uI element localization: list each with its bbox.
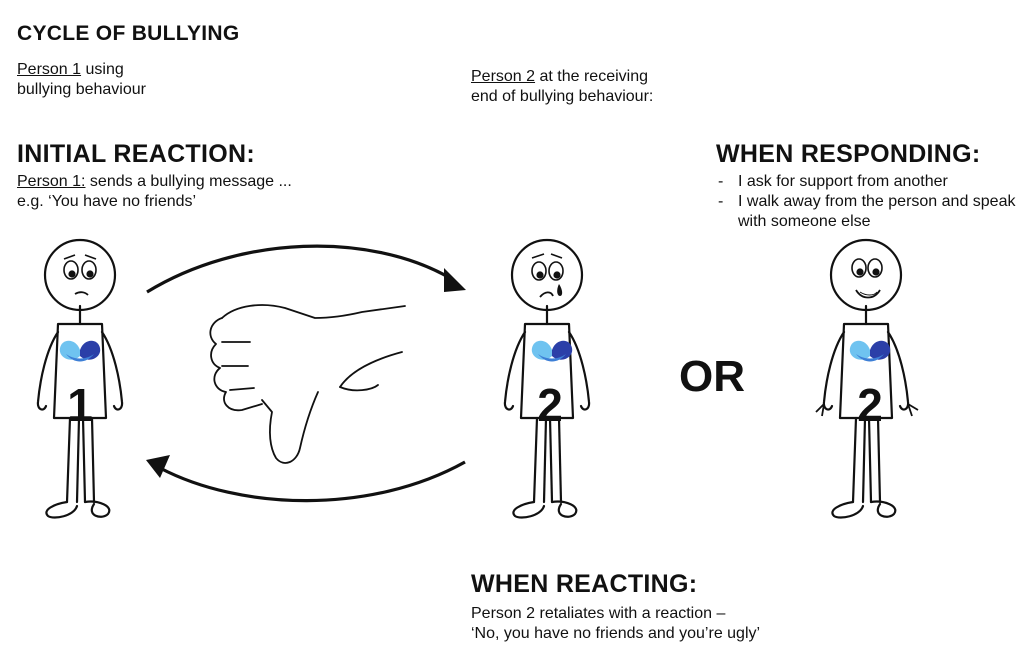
curved-arrow-right [146, 244, 451, 294]
heart-logo-icon [531, 340, 573, 362]
when-responding-list: I ask for support from another I walk aw… [716, 172, 1016, 232]
curved-arrow-left [159, 460, 466, 503]
figure-person-2-responding: 2 [815, 238, 919, 519]
heart-logo-icon [59, 340, 101, 362]
list-item: I walk away from the person and speak wi… [716, 192, 1016, 232]
heart-logo-icon [849, 340, 891, 362]
initial-reaction-heading: INITIAL REACTION: [17, 140, 255, 168]
page-title: CYCLE OF BULLYING [17, 22, 240, 45]
initial-reaction-text: Person 1: sends a bullying message ... e… [17, 173, 292, 210]
figure-number: 2 [857, 379, 883, 431]
arrowhead-right [444, 268, 466, 292]
when-reacting-heading: WHEN REACTING: [471, 570, 698, 598]
person2-name: Person 2 [471, 68, 536, 85]
figure-person-2-hurt: 2 [503, 238, 591, 519]
figure-number: 1 [67, 379, 93, 431]
thumbs-down-icon [209, 304, 406, 464]
when-reacting-text: Person 2 retaliates with a reaction – ‘N… [471, 605, 761, 642]
figure-number: 2 [537, 379, 563, 431]
person1-intro: Person 1 using bullying behaviour [17, 61, 146, 98]
figure-person-1: 1 [36, 238, 124, 519]
person1-name: Person 1 [17, 61, 82, 78]
arrowhead-left [146, 455, 170, 478]
list-item: I ask for support from another [716, 172, 1016, 192]
or-label: OR [679, 352, 745, 401]
when-responding-heading: WHEN RESPONDING: [716, 140, 981, 168]
person2-intro: Person 2 at the receiving end of bullyin… [471, 68, 654, 105]
